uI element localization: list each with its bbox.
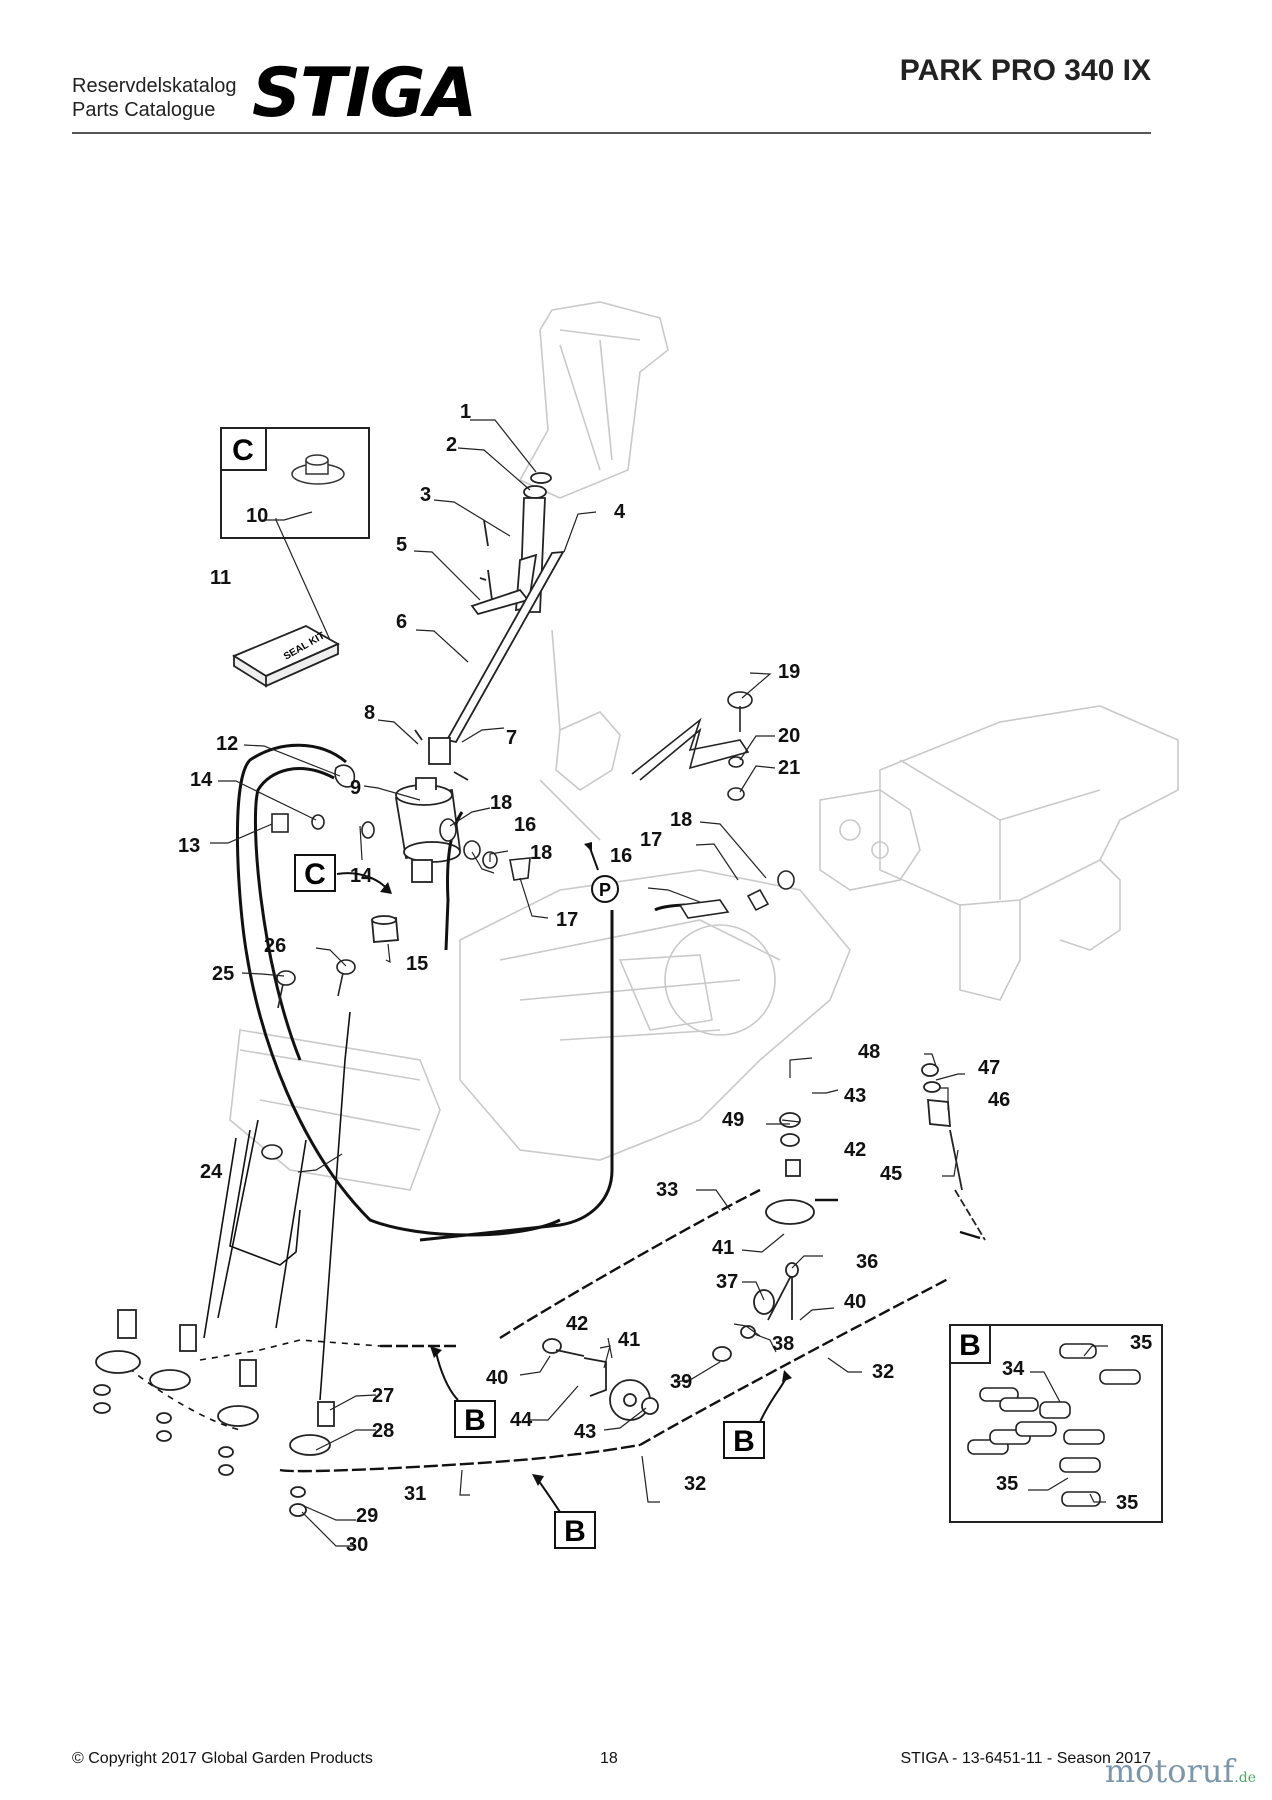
callout-42a: 42 — [844, 1139, 866, 1161]
callout-12: 12 — [216, 733, 238, 755]
callout-34: 34 — [1002, 1358, 1025, 1380]
hose-fittings — [271, 691, 795, 919]
callout-9: 9 — [350, 777, 361, 799]
callout-38: 38 — [772, 1333, 794, 1355]
catalog-line-english: Parts Catalogue — [72, 99, 216, 121]
callout-43b: 43 — [574, 1421, 596, 1443]
callout-31: 31 — [404, 1483, 426, 1505]
callout-11: 11 — [210, 567, 231, 589]
callout-7: 7 — [506, 727, 517, 749]
stiga-logo: STIGA — [252, 60, 477, 128]
callout-16b: 16 — [610, 845, 632, 867]
callout-25: 25 — [212, 963, 234, 985]
callout-41a: 41 — [712, 1237, 734, 1259]
callout-8: 8 — [364, 702, 375, 724]
box-c-letter: C — [232, 434, 254, 467]
b-references: B B B — [430, 1346, 792, 1549]
callout-5: 5 — [396, 534, 407, 556]
callout-48: 48 — [858, 1041, 880, 1063]
callout-40b: 40 — [486, 1367, 508, 1389]
callout-42b: 42 — [566, 1313, 588, 1335]
box-b-letter: B — [959, 1329, 981, 1362]
callout-20: 20 — [778, 725, 800, 747]
callout-24: 24 — [200, 1161, 223, 1183]
c-reference-letter: C — [304, 858, 326, 891]
callout-32a: 32 — [872, 1361, 894, 1383]
b-ref-1-letter: B — [464, 1404, 486, 1437]
callout-14b: 14 — [350, 865, 373, 887]
detail-box-b: B — [949, 1324, 1163, 1523]
page-number: 18 — [600, 1750, 618, 1767]
callout-27: 27 — [372, 1385, 394, 1407]
watermark: motoruf.de — [1105, 1752, 1256, 1790]
callout-41b: 41 — [618, 1329, 640, 1351]
callout-36: 36 — [856, 1251, 878, 1273]
callout-29: 29 — [356, 1505, 378, 1527]
callout-32b: 32 — [684, 1473, 706, 1495]
chain-drive — [119, 1188, 981, 1473]
callout-10: 10 — [246, 505, 268, 527]
callout-6: 6 — [396, 611, 407, 633]
callout-21: 21 — [778, 757, 800, 779]
catalog-reference: STIGA - 13-6451-11 - Season 2017 — [900, 1750, 1151, 1767]
callout-28: 28 — [372, 1420, 394, 1442]
callout-35c: 35 — [1116, 1492, 1138, 1514]
callout-1: 1 — [460, 401, 471, 423]
callout-18a: 18 — [490, 792, 512, 814]
callout-18b: 18 — [530, 842, 552, 864]
callout-47: 47 — [978, 1057, 1000, 1079]
callout-19: 19 — [778, 661, 800, 683]
callout-leaders — [210, 419, 1108, 1547]
mount-leaders — [203, 1011, 351, 1401]
callout-4: 4 — [614, 501, 626, 523]
chassis-background — [229, 301, 1179, 1191]
callout-49: 49 — [722, 1109, 744, 1131]
header-divider — [72, 132, 1151, 134]
callout-26: 26 — [264, 935, 286, 957]
callout-43a: 43 — [844, 1085, 866, 1107]
callout-14a: 14 — [190, 769, 213, 791]
watermark-name: motoruf — [1104, 1752, 1235, 1790]
model-title: PARK PRO 340 IX — [899, 54, 1151, 87]
front-fasteners — [261, 959, 356, 1160]
callout-35b: 35 — [996, 1473, 1018, 1495]
callout-labels: 1 2 3 4 5 6 7 8 9 10 11 12 13 14 14 15 1… — [178, 401, 1152, 1556]
steering-column-parts — [371, 472, 565, 943]
catalog-line-swedish: Reservdelskatalog — [72, 75, 237, 97]
p-marker-label: P — [599, 880, 611, 900]
hydraulic-hoses — [235, 743, 689, 1242]
callout-16a: 16 — [514, 814, 536, 836]
callout-40a: 40 — [844, 1291, 866, 1313]
b-ref-3-letter: B — [564, 1515, 586, 1548]
b-ref-2-letter: B — [733, 1425, 755, 1458]
catalog-label: Reservdelskatalog Parts Catalogue — [72, 74, 237, 122]
copyright-notice: © Copyright 2017 Global Garden Products — [72, 1750, 373, 1767]
callout-37: 37 — [716, 1271, 738, 1293]
callout-30: 30 — [346, 1534, 368, 1556]
c-reference: C — [294, 854, 392, 894]
callout-18c: 18 — [670, 809, 692, 831]
callout-39: 39 — [670, 1371, 692, 1393]
watermark-suffix: .de — [1234, 1770, 1256, 1786]
detail-box-c: C — [220, 427, 370, 539]
seal-kit-box: SEAL KIT — [232, 625, 341, 688]
callout-13: 13 — [178, 835, 200, 857]
callout-46: 46 — [988, 1089, 1010, 1111]
callout-17b: 17 — [640, 829, 662, 851]
sprockets — [93, 1063, 986, 1517]
callout-44: 44 — [510, 1409, 533, 1431]
stiga-logo-text: STIGA — [252, 54, 477, 133]
callout-15: 15 — [406, 953, 428, 975]
callout-17a: 17 — [556, 909, 578, 931]
callout-3: 3 — [420, 484, 431, 506]
callout-35a: 35 — [1130, 1332, 1152, 1354]
p-marker: P — [584, 842, 619, 903]
callout-2: 2 — [446, 434, 457, 456]
callout-45: 45 — [880, 1163, 902, 1185]
callout-33: 33 — [656, 1179, 678, 1201]
